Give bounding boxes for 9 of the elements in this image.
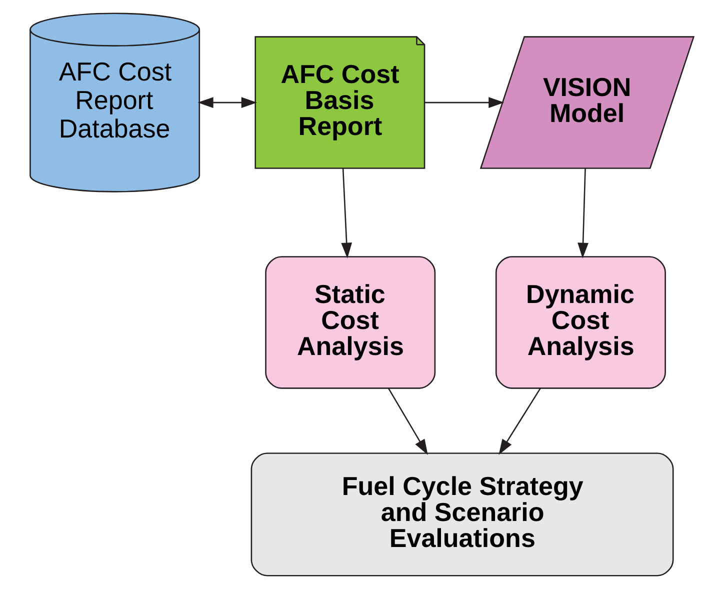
node-box: Fuel Cycle Strategy and Scenario Evaluations xyxy=(250,452,674,576)
arrow xyxy=(198,97,257,108)
arrow xyxy=(388,388,428,455)
node-box: Dynamic Cost Analysis xyxy=(495,256,666,389)
arrow xyxy=(341,168,352,258)
arrow xyxy=(424,97,504,108)
node-box: Static Cost Analysis xyxy=(265,256,436,389)
arrow xyxy=(498,388,541,455)
arrow xyxy=(578,168,589,258)
